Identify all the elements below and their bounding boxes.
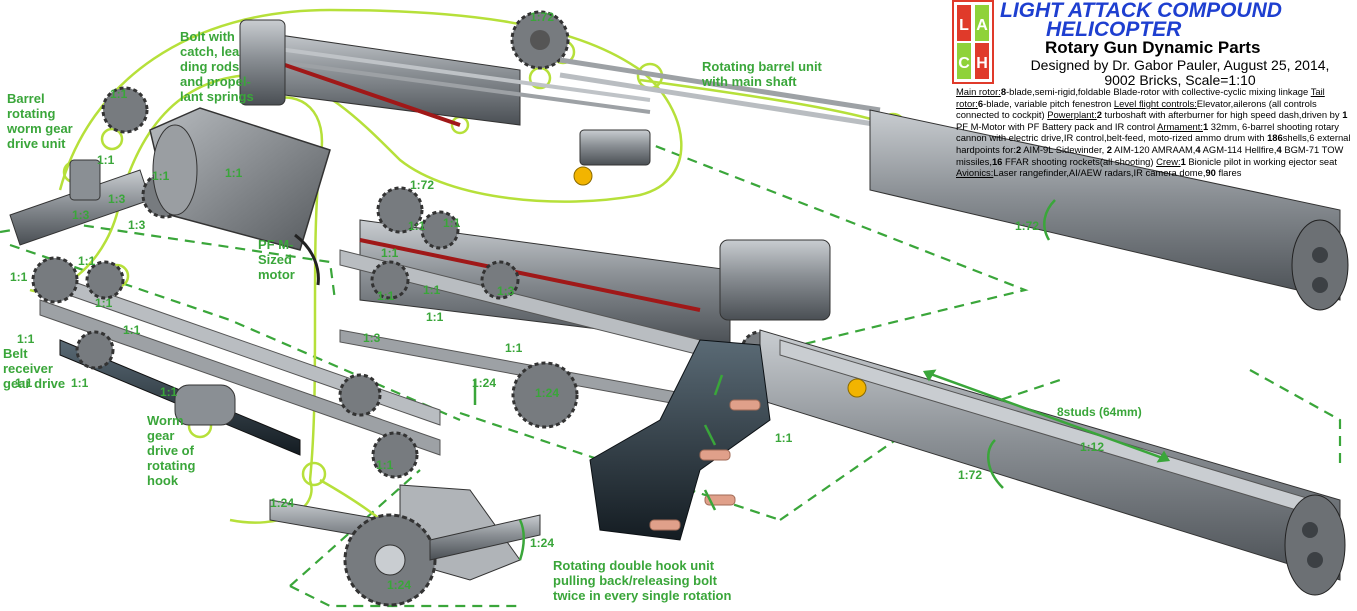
ratio-label: 1:1 <box>377 289 395 303</box>
ratio-label: 1:1 <box>71 376 89 390</box>
ratio-label: 1:72 <box>1015 219 1040 233</box>
designer-info: Designed by Dr. Gabor Pauler, August 25,… <box>1003 58 1357 88</box>
ratio-label: 1:1 <box>443 216 461 230</box>
spec-item: 16 FFAR shooting rockets(all shooting) <box>991 155 1157 167</box>
ratio-label: 1:72 <box>958 468 983 482</box>
designer-line-2: 9002 Bricks, Scale=1:10 <box>1104 72 1256 88</box>
ratio-label: 1:3 <box>108 192 126 206</box>
ratio-label: 1:72 <box>410 178 435 192</box>
label-8studs: 8studs (64mm) <box>1057 405 1142 419</box>
spec-item: Powerplant:2 turboshaft with afterburner… <box>1047 109 1343 121</box>
ratio-label: 1:24 <box>530 536 555 550</box>
ratio-label: 1:24 <box>535 386 560 400</box>
ratio-label: 1:1 <box>376 458 394 472</box>
ratio-label: 1:3 <box>128 218 146 232</box>
double-hook-unit <box>269 484 541 607</box>
logo-letter-a: A <box>976 17 988 34</box>
ratio-label: 1:24 <box>270 496 295 510</box>
direction-arrows <box>473 199 1171 561</box>
belt-receiver <box>31 256 441 479</box>
main-barrel-unit <box>759 329 1346 596</box>
spec-item: 1 PF M-Motor with PF Battery pack and IR… <box>956 109 1348 132</box>
spec-item: 4 BGM-71 TOW missiles, <box>956 143 1344 167</box>
ratio-label: 1:1 <box>123 323 141 337</box>
label-rotating-barrel-unit: Rotating barrel unit with main shaft <box>702 59 822 89</box>
label-belt-receiver: Belt receiver gear drive <box>3 346 66 391</box>
ratio-label: 1:12 <box>1080 440 1105 454</box>
ratio-label: 1:1 <box>97 153 115 167</box>
ratio-label: 1:72 <box>530 10 555 24</box>
ratio-label: 1:1 <box>775 431 793 445</box>
logo-letter-h: H <box>976 55 988 72</box>
spec-item: 186shells,6 external hardpoints for: <box>956 132 1351 155</box>
spec-item: Tail rotor:6-blade, variable pitch fenes… <box>956 86 1325 109</box>
pf-motor <box>149 107 331 286</box>
label-barrel-rotating-drive: Barrel rotating worm gear drive unit <box>7 91 73 151</box>
ratio-label: 1:1 <box>408 219 426 233</box>
spec-item: 90 flares <box>1205 167 1242 179</box>
spec-item: Main rotor:8-blade,semi-rigid,foldable B… <box>956 86 1311 97</box>
spec-item: 4 AGM-114 Hellfire, <box>1195 143 1277 155</box>
label-bolt: Bolt with catch, lea ding rods and prope… <box>180 29 254 104</box>
ratio-label: 1:1 <box>160 385 178 399</box>
label-pf-motor: PF M- Sized motor <box>258 237 295 282</box>
ratio-label: 1:1 <box>381 246 399 260</box>
spec-item: Avionics:Laser rangefinder,AI/AEW radars… <box>956 167 1206 179</box>
subtitle: Rotary Gun Dynamic Parts <box>1045 38 1261 57</box>
ratio-label: 1:3 <box>72 208 90 222</box>
ratio-label: 1:1 <box>78 254 96 268</box>
ratio-label: 1:1 <box>17 332 35 346</box>
top-gear <box>510 10 570 70</box>
ratio-label: 1:1 <box>505 341 523 355</box>
label-double-hook-unit: Rotating double hook unit pulling back/r… <box>553 558 732 603</box>
ratio-label: 1:1 <box>225 166 243 180</box>
ratio-label: 1:24 <box>472 376 497 390</box>
ratio-label: 1:24 <box>387 578 412 592</box>
spec-item: Level flight controls:Elevator,ailerons … <box>956 97 1317 121</box>
ammo-belt <box>589 339 771 541</box>
ratio-label: 1:1 <box>423 283 441 297</box>
ratio-label: 1:1 <box>152 169 170 183</box>
ratio-label: 1:3 <box>363 331 381 345</box>
central-gearbox <box>339 186 831 429</box>
ratio-label: 1:1 <box>10 270 28 284</box>
spec-item: 2 AIM-9L Sidewinder, <box>1015 143 1107 155</box>
ratio-label: 1:3 <box>497 284 515 298</box>
ratio-label: 1:1 <box>15 376 33 390</box>
spec-item: Armament:1 32mm, 6-barrel shooting rotar… <box>956 120 1339 144</box>
bolt-assembly <box>239 19 651 186</box>
lach-logo: L A C H <box>952 0 994 84</box>
ratio-label: 1:1 <box>110 87 128 101</box>
ratio-label: 1:1 <box>426 310 444 324</box>
designer-line-1: Designed by Dr. Gabor Pauler, August 25,… <box>1030 57 1330 73</box>
logo-letter-l: L <box>959 17 969 34</box>
spec-item: Crew:1 Bionicle pilot in working ejector… <box>1156 155 1337 167</box>
title-line-2: HELICOPTER <box>1046 18 1182 41</box>
logo-letter-c: C <box>958 55 970 72</box>
title-line-1: LIGHT ATTACK COMPOUND <box>1000 0 1282 22</box>
spec-item: 2 AIM-120 AMRAAM, <box>1106 143 1196 155</box>
top-barrel-unit <box>559 57 1349 311</box>
ratio-label: 1:1 <box>95 296 113 310</box>
label-worm-gear-hook: Worm gear drive of rotating hook <box>147 413 196 488</box>
specs-block: Main rotor:8-blade,semi-rigid,foldable B… <box>956 86 1356 179</box>
